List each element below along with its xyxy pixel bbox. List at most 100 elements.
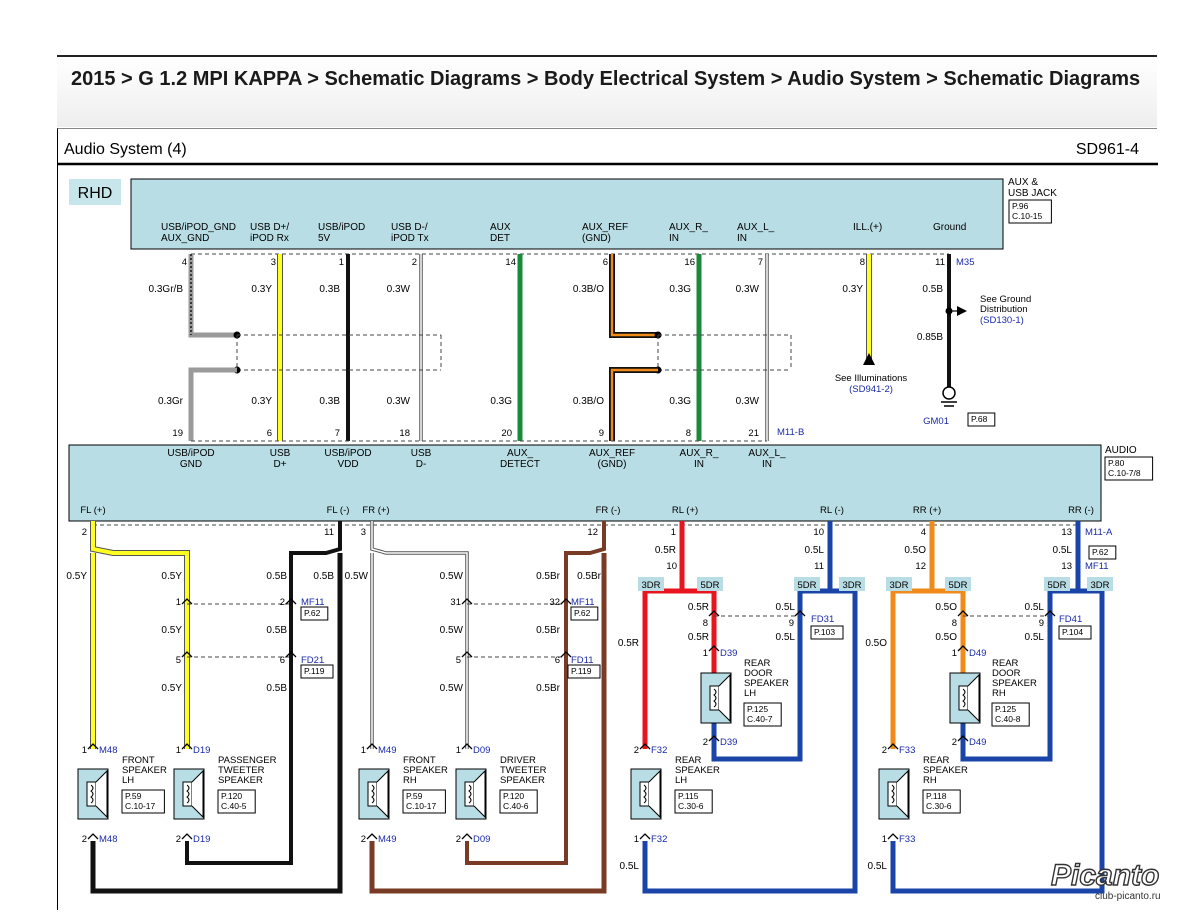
connector-chevron <box>366 743 378 750</box>
pin: 6 <box>555 655 560 666</box>
spk-conn: D49 <box>969 648 986 659</box>
audio-name: AUDIO <box>1105 445 1137 456</box>
speaker-5-coil <box>643 784 647 804</box>
badge-bg <box>1087 577 1113 591</box>
connector-chevron <box>708 735 720 742</box>
pin: 12 <box>915 561 926 572</box>
logo-site: club-picanto.ru <box>1095 891 1161 902</box>
speaker-3-cone <box>473 769 486 819</box>
aux-pin-number: 4 <box>182 257 187 268</box>
connector-m11a: M11-A <box>1085 527 1113 538</box>
pin: 2 <box>176 834 181 845</box>
aux-pin-number: 6 <box>603 257 608 268</box>
wl: 0.5Br <box>577 571 602 582</box>
connector-m11b: M11-B <box>777 427 804 438</box>
wire-label-upper: 0.3W <box>387 284 411 295</box>
rhd-badge: RHD <box>78 185 113 202</box>
audio-pin-top: 19 <box>172 428 183 439</box>
audio-pin-top: 6 <box>267 428 272 439</box>
fd31-ref-box <box>810 625 844 640</box>
connector-chevron <box>181 651 193 658</box>
aux-pin-number: 3 <box>271 257 276 268</box>
aux-jack-name: AUX &USB JACK <box>1008 177 1057 199</box>
audio-bottom-label: FR (+) <box>362 505 389 516</box>
spk-conn-bottom: M48 <box>99 834 117 845</box>
audio-top-label: AUX_DETECT <box>500 448 540 470</box>
variant-3dr: 3DR <box>1090 580 1109 591</box>
connector-chevron <box>461 598 473 605</box>
speaker-2-cone <box>376 769 389 819</box>
mf11-label-3: MF11 <box>1085 561 1109 572</box>
wire-label-mid: 0.3Y <box>251 396 272 407</box>
connector-chevron <box>708 645 720 652</box>
fd11-ref: P.119 <box>571 666 592 676</box>
audio-bottom-label: FL (-) <box>327 505 350 516</box>
spk-conn-top: D09 <box>473 745 490 756</box>
connector-chevron <box>181 598 193 605</box>
wl: 0.5B <box>266 625 287 636</box>
audio-pin-top: 8 <box>686 428 691 439</box>
wire-rl-minus <box>642 521 858 894</box>
pin: 2 <box>634 745 639 756</box>
wl: 0.5L <box>805 545 825 556</box>
wire-fr-minus <box>369 553 607 894</box>
fd21-ref: P.119 <box>304 666 325 676</box>
fd31-label: FD31 <box>811 614 834 625</box>
wire-label-mid: 0.3B/O <box>573 396 604 407</box>
variant-5dr: 5DR <box>948 580 967 591</box>
wl: 0.5L <box>776 602 796 613</box>
pin: 10 <box>666 561 677 572</box>
wl: 0.5R <box>688 602 709 613</box>
audio-pin-bottom: 4 <box>921 527 926 538</box>
aux-pin-number: 14 <box>505 257 516 268</box>
mf11-ref-2: P.62 <box>574 608 591 618</box>
spk-conn-bottom: D19 <box>193 834 210 845</box>
wire-label-upper: 0.3W <box>736 284 760 295</box>
connector-chevron <box>639 833 651 840</box>
fd31-ref: P.103 <box>814 627 835 637</box>
pin: 2 <box>882 745 887 756</box>
pin: 31 <box>450 597 461 608</box>
audio-bottom-label: FR (-) <box>596 505 621 516</box>
audio-pin-top: 9 <box>599 428 604 439</box>
ground-connector: GM01 <box>923 416 949 427</box>
pin: 8 <box>703 618 708 629</box>
ground-ref-box <box>967 412 996 427</box>
aux-pin-label: USB D-/iPOD Tx <box>391 222 429 244</box>
connector-chevron <box>366 833 378 840</box>
see-illuminations: See Illuminations <box>835 373 908 384</box>
aux-pin-label: Ground <box>933 222 966 233</box>
audio-top-label: AUX_R_IN <box>680 448 719 470</box>
wire-label-ground-2: 0.85B <box>917 332 943 343</box>
audio-top-label: AUX_REF(GND) <box>589 448 635 470</box>
pin: 32 <box>549 597 560 608</box>
pin: 9 <box>789 618 794 629</box>
audio-box <box>68 444 1102 522</box>
page-header: 2015 > G 1.2 MPI KAPPA > Schematic Diagr… <box>57 55 1157 127</box>
see-ground-ref: (SD130-1) <box>980 315 1024 326</box>
badge-bg <box>638 577 664 591</box>
wire-gr-b <box>188 254 237 338</box>
fd21-label: FD21 <box>301 655 324 666</box>
badge-bg <box>839 577 865 591</box>
wl: 0.5B <box>266 683 287 694</box>
fd41-ref: P.104 <box>1062 627 1083 637</box>
wire-label-ground: 0.5B <box>922 284 943 295</box>
speaker-0-coil <box>90 784 94 804</box>
pin: 5 <box>456 655 461 666</box>
connector-chevron <box>181 833 193 840</box>
wire-label-mid: 0.3Gr <box>158 396 184 407</box>
speaker-ref-box <box>499 789 538 814</box>
pin: 8 <box>952 618 957 629</box>
watermark-logo: Picanto club-picanto.ru <box>1043 857 1193 908</box>
audio-pin-top: 21 <box>748 428 759 439</box>
pin: 2 <box>456 834 461 845</box>
connector-chevron <box>461 743 473 750</box>
